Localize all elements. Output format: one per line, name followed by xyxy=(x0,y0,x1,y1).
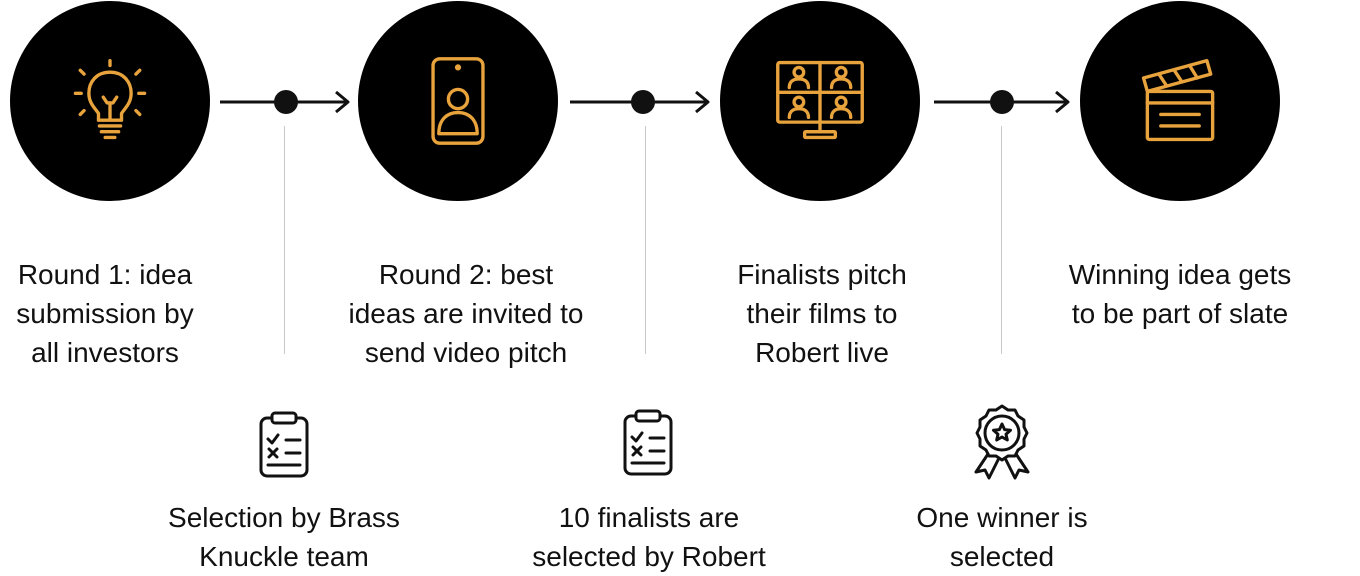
stage-3-label-line-3: Robert live xyxy=(755,337,889,368)
connector-arrow-3 xyxy=(934,90,1070,114)
transition-2-label: 10 finalists are selected by Robert xyxy=(504,498,794,576)
connector-dot-1 xyxy=(274,90,298,114)
connector-arrow-2 xyxy=(570,90,710,114)
guide-line-2 xyxy=(645,126,646,354)
clipboard-checklist-icon xyxy=(259,411,309,478)
smartphone-user-icon xyxy=(431,57,485,145)
stage-4-label-line-1: Winning idea gets xyxy=(1068,259,1292,290)
transition-3-label-line-2: selected xyxy=(949,541,1055,572)
stage-3-label-line-2: their films to xyxy=(746,298,898,329)
lightbulb-icon xyxy=(73,59,147,140)
stage-3-circle xyxy=(720,1,920,201)
stage-2-label: Round 2: best ideas are invited to send … xyxy=(318,255,614,372)
video-conference-icon xyxy=(776,60,864,140)
stage-2-circle xyxy=(358,1,558,201)
stage-3-label-line-1: Finalists pitch xyxy=(737,259,907,290)
transition-2-label-line-1: 10 finalists are xyxy=(558,502,740,533)
stage-1-label-line-3: all investors xyxy=(31,337,179,368)
stage-1-label: Round 1: idea submission by all investor… xyxy=(0,255,210,372)
stage-1-circle xyxy=(10,1,210,201)
stage-2-label-line-1: Round 2: best xyxy=(378,259,554,290)
stage-2-label-line-3: send video pitch xyxy=(364,337,568,368)
connector-dot-2 xyxy=(631,90,655,114)
guide-line-3 xyxy=(1001,126,1002,354)
award-ribbon-icon xyxy=(974,404,1030,480)
clapperboard-icon xyxy=(1141,59,1215,142)
stage-4-label-line-2: to be part of slate xyxy=(1071,298,1289,329)
transition-1-label-line-2: Knuckle team xyxy=(199,541,369,572)
transition-2-label-line-2: selected by Robert xyxy=(532,541,766,572)
clipboard-checklist-icon xyxy=(623,409,673,476)
stage-4-circle xyxy=(1080,1,1280,201)
transition-3-label: One winner is selected xyxy=(882,498,1122,576)
stage-1-label-line-1: Round 1: idea xyxy=(17,259,193,290)
connector-arrow-1 xyxy=(220,90,350,114)
guide-line-1 xyxy=(284,126,285,354)
stage-2-label-line-2: ideas are invited to xyxy=(348,298,584,329)
transition-1-label-line-1: Selection by Brass xyxy=(168,502,400,533)
stage-1-label-line-2: submission by xyxy=(16,298,194,329)
stage-4-label: Winning idea gets to be part of slate xyxy=(1034,255,1326,333)
transition-1-label: Selection by Brass Knuckle team xyxy=(144,498,424,576)
transition-3-label-line-1: One winner is xyxy=(916,502,1088,533)
stage-3-label: Finalists pitch their films to Robert li… xyxy=(690,255,954,372)
connector-dot-3 xyxy=(990,90,1014,114)
